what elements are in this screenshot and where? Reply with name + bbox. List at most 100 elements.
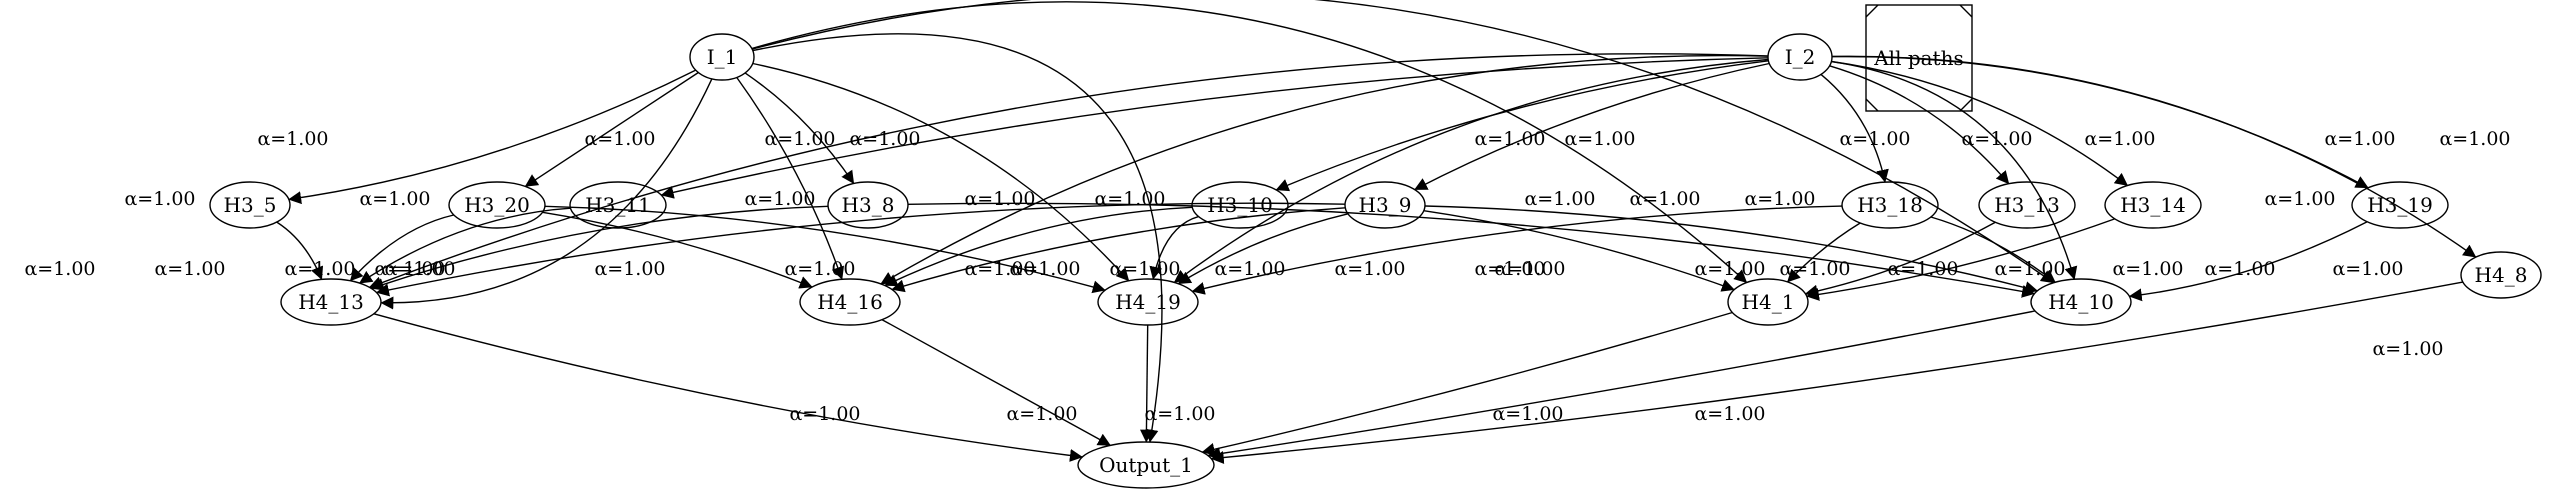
node-ellipse bbox=[2460, 251, 2542, 299]
edge-label-I_1-to-H4_13: α=1.00 bbox=[124, 188, 195, 210]
edge-I_2-to-H3_9 bbox=[1414, 62, 1770, 191]
edge-label-H3_11-to-H4_13: α=1.00 bbox=[384, 258, 455, 280]
node-H4_10: H4_10 bbox=[2030, 278, 2132, 326]
edge-H3_10-to-H4_19 bbox=[1149, 215, 1199, 280]
edge-label-H4_10-to-Output_1: α=1.00 bbox=[1694, 403, 1765, 425]
node-H3_20: H3_20 bbox=[448, 181, 546, 229]
edge-H3_8-to-H4_10 bbox=[907, 202, 2036, 298]
edge-I_1-to-H3_5 bbox=[288, 69, 697, 205]
edge-label-I_2-to-H3_9: α=1.00 bbox=[1564, 128, 1635, 150]
node-label: Output_1 bbox=[1099, 453, 1193, 477]
edge-label-H3_5-to-H4_13: α=1.00 bbox=[154, 258, 225, 280]
node-H4_19: H4_19 bbox=[1097, 278, 1199, 326]
node-ellipse bbox=[1097, 278, 1199, 326]
node-ellipse bbox=[2030, 278, 2132, 326]
edge-I_1-to-Output_1 bbox=[752, 33, 1163, 443]
edge-label-H3_9-to-H4_10: α=1.00 bbox=[1694, 258, 1765, 280]
node-label: H3_14 bbox=[2120, 193, 2186, 217]
node-label: H4_8 bbox=[2475, 263, 2528, 287]
node-ellipse bbox=[1344, 181, 1426, 229]
edge-label-H3_13-to-H4_1: α=1.00 bbox=[1994, 258, 2065, 280]
edge-H4_16-to-Output_1 bbox=[881, 319, 1111, 447]
edge-I_2-to-H3_18 bbox=[1820, 73, 1889, 183]
node-H4_1: H4_1 bbox=[1727, 278, 1809, 326]
node-label: H4_13 bbox=[298, 290, 364, 314]
node-label: H3_20 bbox=[464, 193, 530, 217]
edge-H3_5-to-H4_13 bbox=[276, 221, 324, 281]
edge-I_2-to-H4_8 bbox=[1831, 55, 2477, 258]
edge-I_2-to-H4_10 bbox=[1831, 60, 2078, 280]
edge-label-H3_20-to-H4_13: α=1.00 bbox=[284, 258, 355, 280]
node-label: H4_10 bbox=[2048, 290, 2114, 314]
edge-H3_18-to-H4_1 bbox=[1786, 222, 1861, 283]
edge-I_1-to-H4_19 bbox=[752, 62, 1130, 282]
node-H4_16: H4_16 bbox=[799, 278, 901, 326]
edge-I_1-to-H4_1 bbox=[751, 1, 1748, 284]
node-H3_9: H3_9 bbox=[1344, 181, 1426, 229]
node-ellipse bbox=[1767, 33, 1833, 81]
edge-label-I_1-to-H4_16: α=1.00 bbox=[744, 188, 815, 210]
node-ellipse bbox=[1077, 441, 1215, 489]
edge-H3_9-to-H4_19 bbox=[1177, 213, 1349, 285]
edge-label-H3_9-to-H4_1: α=1.00 bbox=[1474, 258, 1545, 280]
node-H3_5: H3_5 bbox=[209, 181, 291, 229]
edge-label-I_2-to-H3_13: α=1.00 bbox=[1961, 128, 2032, 150]
edge-label-I_1-to-H3_5: α=1.00 bbox=[257, 128, 328, 150]
edge-I_1-to-H3_8 bbox=[744, 72, 855, 185]
edge-label-H3_8-to-H4_10: α=1.00 bbox=[1494, 258, 1565, 280]
edge-label-H3_19-to-H4_10: α=1.00 bbox=[2332, 258, 2403, 280]
edge-label-H4_1-to-Output_1: α=1.00 bbox=[1492, 403, 1563, 425]
node-ellipse bbox=[799, 278, 901, 326]
node-H3_13: H3_13 bbox=[1978, 181, 2076, 229]
edge-H3_10-to-H4_16 bbox=[884, 206, 1193, 287]
edge-label-I_2-to-H4_10: α=1.00 bbox=[2264, 188, 2335, 210]
edge-label-H3_9-to-H4_13: α=1.00 bbox=[1109, 258, 1180, 280]
edge-I_2-to-H3_13 bbox=[1829, 65, 2010, 185]
edge-H4_1-to-Output_1 bbox=[1201, 311, 1733, 456]
edge-I_2-to-H3_19 bbox=[1831, 55, 2369, 189]
edge-label-H3_18-to-H4_10: α=1.00 bbox=[2112, 258, 2183, 280]
edge-H3_18-to-H4_10 bbox=[1930, 216, 2056, 283]
node-label: H3_8 bbox=[842, 193, 895, 217]
edge-H3_18-to-H4_19 bbox=[1191, 205, 1843, 295]
node-ellipse bbox=[209, 181, 291, 229]
node-Output_1: Output_1 bbox=[1077, 441, 1215, 489]
node-ellipse bbox=[1978, 181, 2076, 229]
edge-label-H4_16-to-Output_1: α=1.00 bbox=[1006, 403, 1077, 425]
edge-I_2-to-H4_19 bbox=[1173, 58, 1769, 283]
node-label: H3_9 bbox=[1359, 193, 1412, 217]
edge-label-H3_20-to-H4_19: α=1.00 bbox=[784, 258, 855, 280]
edge-H3_14-to-H4_1 bbox=[1806, 218, 2115, 301]
edge-H4_10-to-Output_1 bbox=[1207, 310, 2036, 461]
node-label: I_2 bbox=[1785, 45, 1816, 69]
node-label: H3_13 bbox=[1994, 193, 2060, 217]
edge-H3_9-to-H4_13 bbox=[375, 202, 1346, 297]
edge-H3_13-to-H4_1 bbox=[1804, 221, 1996, 298]
edge-I_1-to-H4_10 bbox=[751, 0, 2055, 284]
edge-label-H3_8-to-H4_13: α=1.00 bbox=[594, 258, 665, 280]
edge-H3_20-to-H4_19 bbox=[544, 205, 1106, 294]
edge-H3_9-to-H4_1 bbox=[1423, 210, 1735, 292]
edge-label-I_2-to-H3_10: α=1.00 bbox=[1474, 128, 1545, 150]
node-ellipse bbox=[1727, 278, 1809, 326]
node-I_2: I_2 bbox=[1767, 33, 1833, 81]
node-H4_8: H4_8 bbox=[2460, 251, 2542, 299]
edge-I_2-to-H4_13 bbox=[368, 53, 1769, 289]
node-H3_14: H3_14 bbox=[2104, 181, 2202, 229]
node-ellipse bbox=[2104, 181, 2202, 229]
edge-H3_19-to-H4_10 bbox=[2128, 221, 2368, 302]
edge-label-I_2-to-H3_11: α=1.00 bbox=[764, 128, 835, 150]
edge-label-I_2-to-H3_14: α=1.00 bbox=[2084, 128, 2155, 150]
edge-H4_19-to-Output_1 bbox=[1139, 324, 1153, 443]
legend-label: All paths bbox=[1873, 46, 1964, 70]
node-label: H3_19 bbox=[2367, 193, 2433, 217]
edge-H3_8-to-H4_13 bbox=[370, 205, 829, 291]
edge-label-H3_10-to-H4_16: α=1.00 bbox=[964, 258, 1035, 280]
edge-label-I_1-to-H4_10: α=1.00 bbox=[1629, 188, 1700, 210]
edge-I_2-to-H4_16 bbox=[880, 54, 1769, 285]
edge-H3_20-to-H4_16 bbox=[542, 211, 813, 289]
node-ellipse bbox=[448, 181, 546, 229]
edge-label-H3_9-to-H4_16: α=1.00 bbox=[1214, 258, 1285, 280]
